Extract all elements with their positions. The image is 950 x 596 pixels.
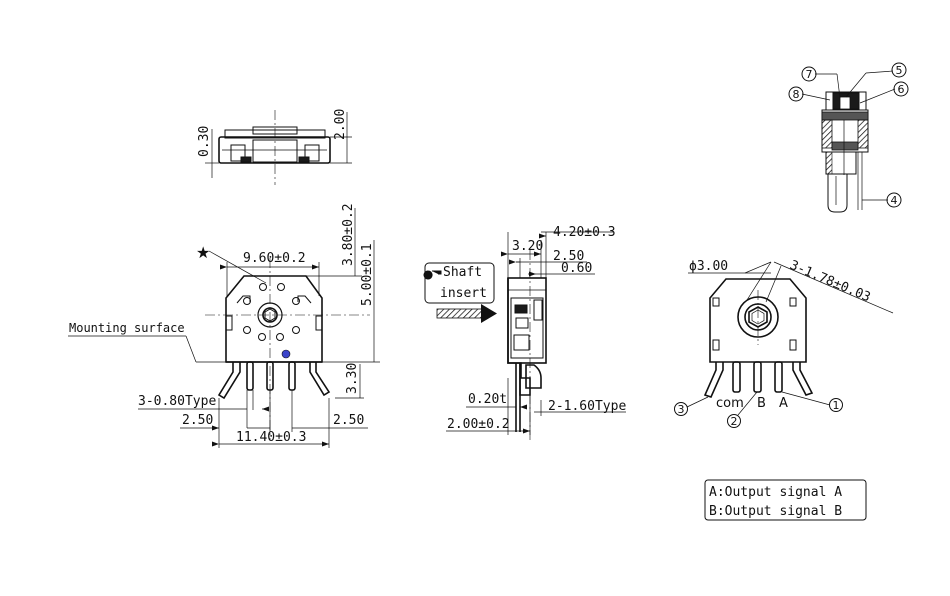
- dim-4-20: 4.20±0.3: [553, 225, 616, 240]
- dim-0-60: 0.60: [561, 261, 592, 276]
- section-view: 4 5 6 7 8: [788, 62, 909, 213]
- svg-text:3: 3: [678, 403, 685, 416]
- callout-6: [893, 81, 909, 97]
- callout-1: [829, 398, 843, 412]
- signal-legend: A:Output signal A B:Output signal B: [704, 479, 867, 521]
- dim-3-30: 3.30: [345, 363, 360, 394]
- dim-top-0-30: 0.30: [197, 126, 212, 157]
- callout-8: [788, 86, 804, 102]
- legend-line-a: A:Output signal A: [709, 485, 842, 500]
- callout-2: [727, 414, 741, 428]
- shaft-label: Shaft: [443, 265, 482, 280]
- indicator-dot: [281, 349, 291, 359]
- legend-line-b: B:Output signal B: [709, 504, 842, 519]
- dim-5-00: 5.00±0.1: [360, 243, 375, 306]
- key-icon: [423, 270, 442, 280]
- front-pin-holes: [243, 283, 300, 341]
- top-view-base: [218, 136, 331, 164]
- front-view: ★ 9.60±0.2: [68, 203, 380, 448]
- svg-text:4: 4: [891, 194, 898, 207]
- legend-box: [704, 479, 867, 521]
- pin-b: B: [757, 396, 766, 411]
- svg-text:2: 2: [731, 415, 738, 428]
- svg-text:6: 6: [898, 83, 905, 96]
- dim-0-20t: 0.20t: [468, 392, 507, 407]
- callout-3: [674, 402, 688, 416]
- dim-2-50-right: 2.50: [333, 413, 364, 428]
- side-view: 4.20±0.3 3.20 2.50 0.60 0.20t 2-1.60Type…: [446, 225, 626, 440]
- shaft-note-box: [424, 262, 495, 304]
- terminal-leg-right: [792, 362, 814, 396]
- dim-3-80: 3.80±0.2: [341, 203, 356, 266]
- callout-4: [886, 192, 902, 208]
- svg-text:1: 1: [833, 399, 840, 412]
- insert-label: insert: [440, 286, 487, 301]
- dim-diameter: ϕ3.00: [689, 259, 728, 274]
- svg-text:7: 7: [806, 68, 813, 81]
- dim-9-60: 9.60±0.2: [243, 251, 306, 266]
- front-leg-right: [309, 362, 331, 397]
- svg-text:8: 8: [793, 88, 800, 101]
- pin-com: com: [716, 396, 744, 411]
- callout-7: [801, 66, 817, 82]
- top-view: 0.30 2.00: [197, 109, 352, 185]
- dim-3-20: 3.20: [512, 239, 543, 254]
- dim-2-00-side: 2.00±0.2: [447, 417, 510, 432]
- dim-hex: 3-1.78±0.03: [787, 258, 872, 305]
- pin-a: A: [779, 396, 788, 411]
- dim-11-40: 11.40±0.3: [236, 430, 306, 445]
- front-leg-left: [217, 362, 241, 400]
- dim-2-1-60-type: 2-1.60Type: [548, 399, 626, 414]
- star-mark: ★: [196, 243, 210, 262]
- dim-2-50-left: 2.50: [182, 413, 213, 428]
- callout-5: [891, 62, 907, 78]
- shaft-insert-note: Shaft insert: [423, 262, 497, 323]
- insert-arrow: [436, 304, 497, 323]
- mounting-surface-label: Mounting surface: [69, 321, 185, 335]
- dim-pin-type: 3-0.80Type: [138, 394, 216, 409]
- svg-text:5: 5: [896, 64, 903, 77]
- dim-2-50-side: 2.50: [553, 249, 584, 264]
- terminal-view: ϕ3.00 3-1.78±0.03 com B A 1 2 3: [674, 258, 894, 428]
- terminal-view-body: [709, 278, 807, 363]
- terminal-leg-left: [703, 362, 724, 398]
- dim-top-2-00: 2.00: [333, 109, 348, 140]
